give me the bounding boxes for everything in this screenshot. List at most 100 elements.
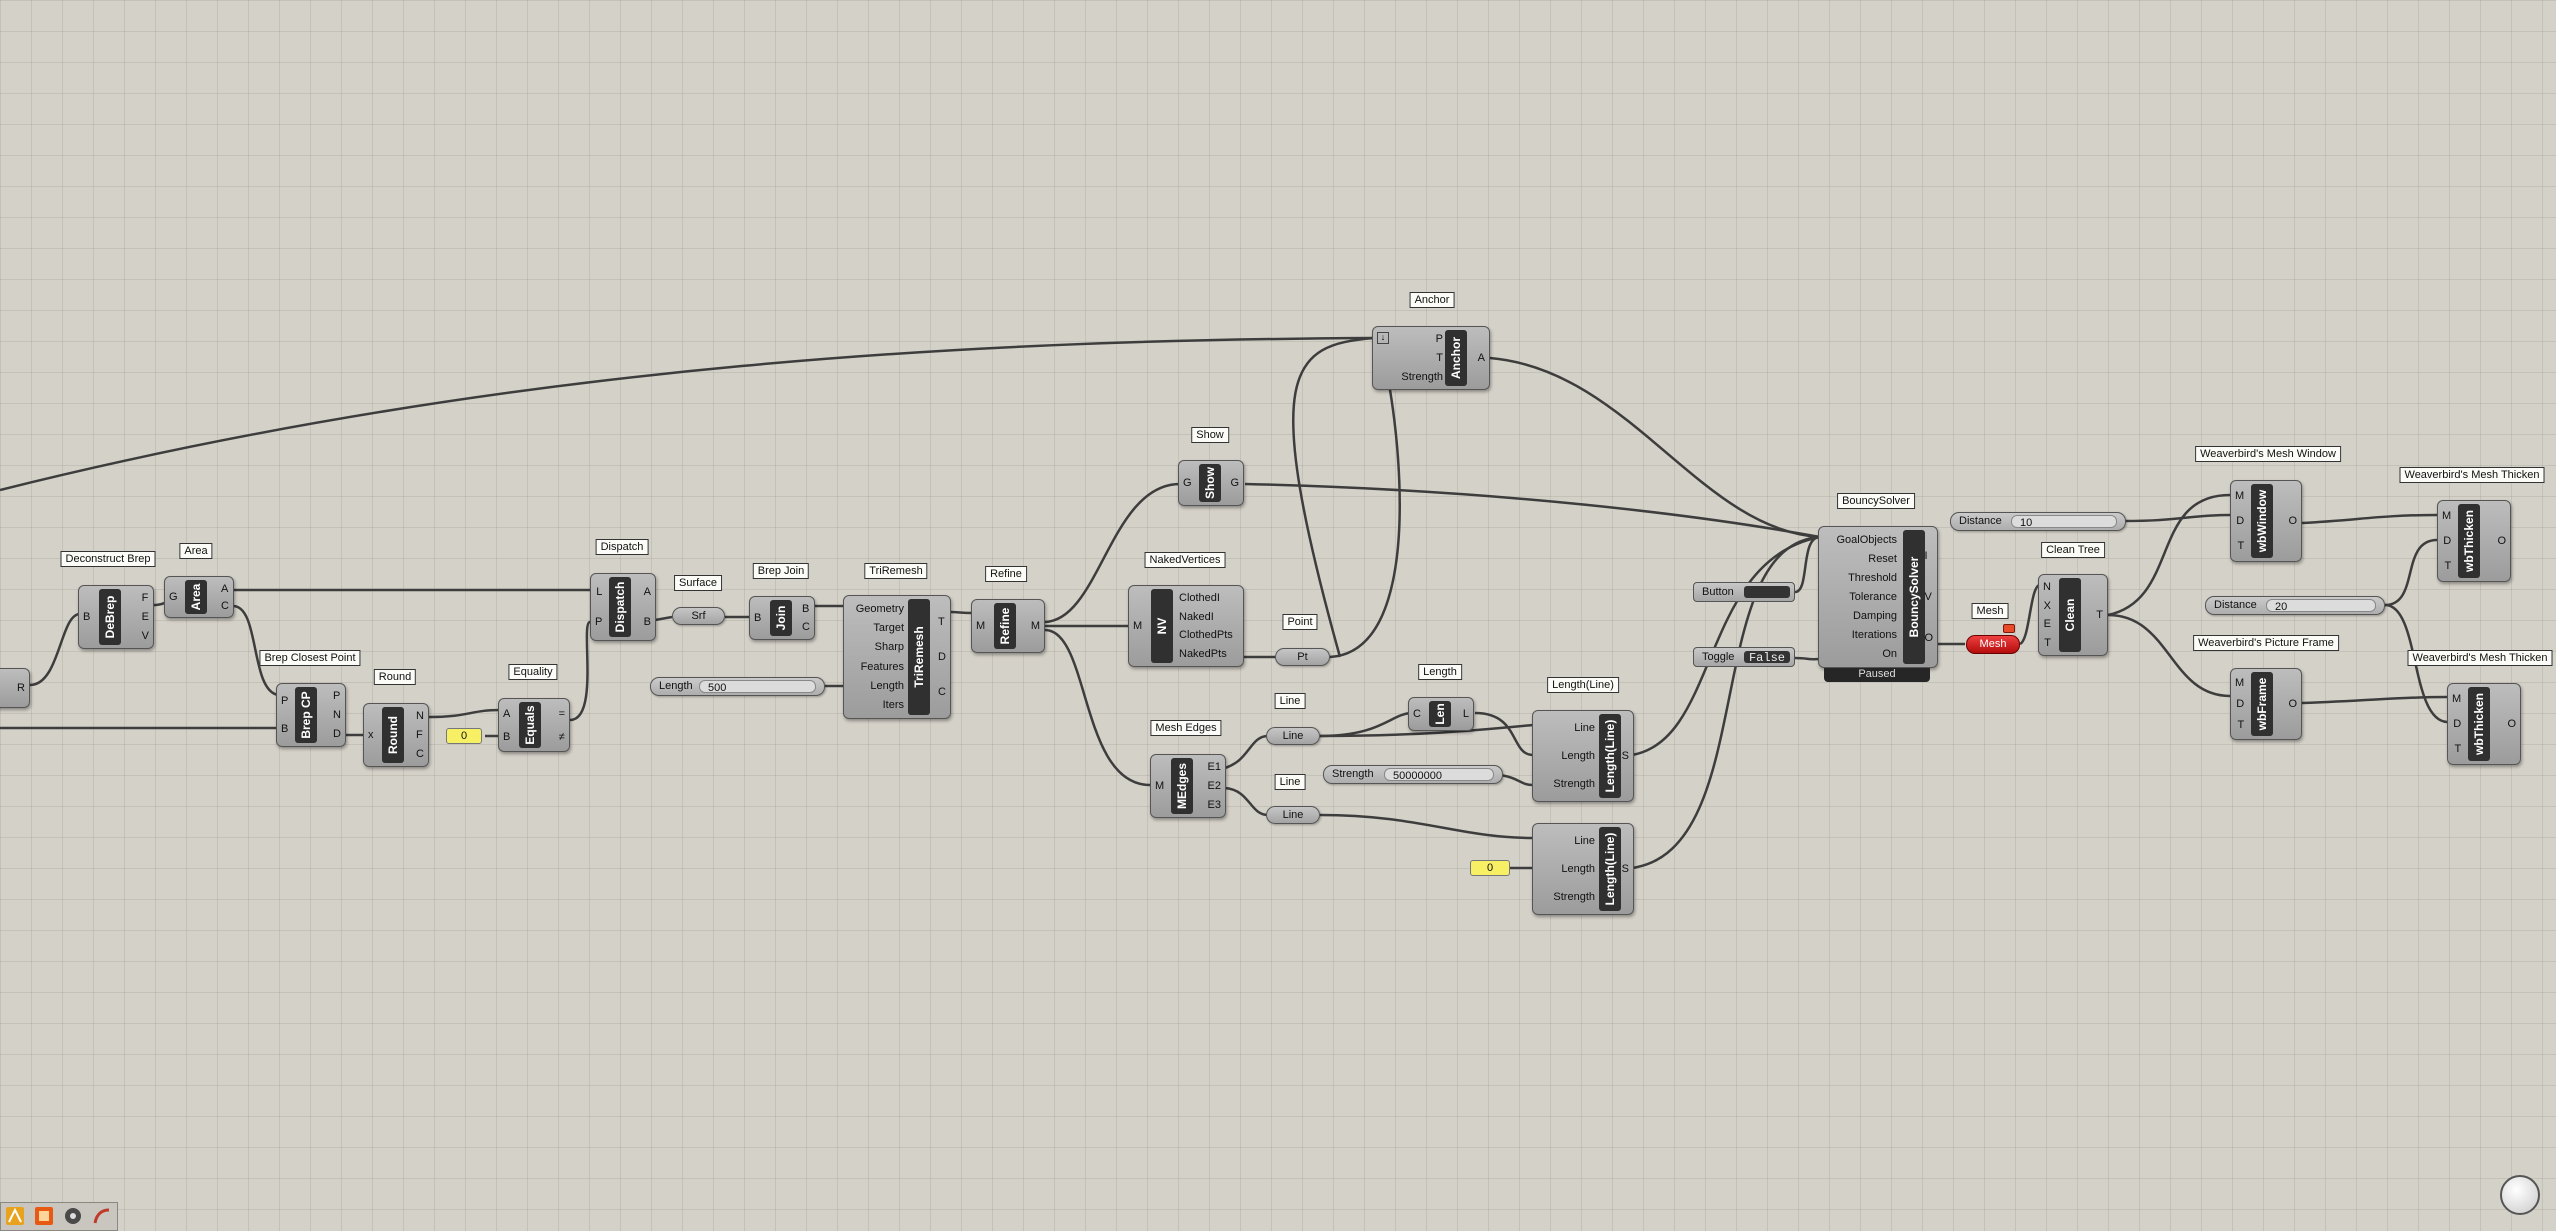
bouncy-input-tolerance[interactable]: Tolerance	[1849, 590, 1897, 603]
refine-component[interactable]: M Refine M	[971, 599, 1045, 653]
wbthicken1-input-m[interactable]: M	[2442, 510, 2452, 523]
bouncy-input-damping[interactable]: Damping	[1852, 610, 1897, 623]
show-input-g[interactable]: G	[1183, 477, 1192, 489]
medges-output-e3[interactable]: E3	[1207, 798, 1221, 811]
ll2-input-line[interactable]: Line	[1574, 835, 1595, 847]
trimesh-output-d[interactable]: D	[938, 650, 946, 663]
brepcp-input-p[interactable]: P	[281, 695, 289, 707]
wbthicken2-input-t[interactable]: T	[2454, 742, 2462, 755]
toolbar-button-1[interactable]	[2, 1204, 28, 1228]
wbwindow-input-m[interactable]: M	[2235, 490, 2245, 503]
trimesh-input-geometry[interactable]: Geometry	[855, 602, 904, 615]
round-output-f[interactable]: F	[416, 728, 423, 741]
wbwindow-input-d[interactable]: D	[2236, 514, 2245, 527]
strength-slider[interactable]: Strength 50000000	[1323, 765, 1503, 784]
trimesh-input-sharp[interactable]: Sharp	[874, 641, 904, 654]
solver-toggle[interactable]: Toggle False	[1693, 647, 1795, 667]
round-input-x[interactable]: x	[368, 729, 374, 741]
toolbar-button-2[interactable]	[31, 1204, 57, 1228]
debrep-output-e[interactable]: E	[141, 610, 149, 623]
join-input-b[interactable]: B	[754, 612, 762, 624]
ll1-input-strength[interactable]: Strength	[1553, 778, 1595, 790]
anchor-input-t[interactable]: T	[1436, 351, 1443, 364]
wbwindow-output-o[interactable]: O	[2288, 515, 2297, 527]
wbframe-input-d[interactable]: D	[2236, 697, 2245, 710]
bouncy-output-o[interactable]: O	[1924, 632, 1933, 645]
trimesh-input-iters[interactable]: Iters	[882, 699, 904, 712]
surface-param[interactable]: Srf	[672, 607, 725, 625]
left-partial-output-r[interactable]: R	[17, 682, 25, 694]
trimesh-input-target[interactable]: Target	[873, 621, 904, 634]
equals-output-eq[interactable]: =	[558, 707, 565, 720]
len-component[interactable]: C Len L	[1408, 697, 1474, 731]
dispatch-input-p[interactable]: P	[595, 616, 603, 628]
equals-input-a[interactable]: A	[503, 707, 511, 720]
ll1-input-line[interactable]: Line	[1574, 722, 1595, 734]
solver-button[interactable]: Button	[1693, 582, 1795, 602]
bouncy-output-i[interactable]: I	[1924, 549, 1928, 562]
wbframe-input-m[interactable]: M	[2235, 676, 2245, 689]
anchor-output-a[interactable]: A	[1477, 352, 1485, 364]
mesh-param[interactable]: Mesh	[1966, 635, 2020, 654]
wbthicken1-output-o[interactable]: O	[2497, 535, 2506, 547]
area-input-g[interactable]: G	[169, 591, 178, 603]
trimesh-input-features[interactable]: Features	[860, 660, 904, 673]
show-output-g[interactable]: G	[1230, 477, 1239, 489]
bouncy-input-iterations[interactable]: Iterations	[1851, 629, 1897, 642]
anchor-input-strength[interactable]: Strength	[1401, 370, 1443, 383]
bouncy-input-threshold[interactable]: Threshold	[1848, 571, 1897, 584]
clean-input-x[interactable]: X	[2043, 599, 2051, 612]
bouncy-output-v[interactable]: V	[1924, 590, 1932, 603]
brepcp-output-d[interactable]: D	[333, 727, 341, 740]
ll2-input-strength[interactable]: Strength	[1553, 891, 1595, 903]
round-output-n[interactable]: N	[416, 710, 424, 723]
point-param[interactable]: Pt	[1275, 648, 1330, 666]
bouncy-input-reset[interactable]: Reset	[1868, 552, 1897, 565]
join-output-b[interactable]: B	[802, 603, 810, 615]
toolbar-button-3[interactable]	[60, 1204, 86, 1228]
distance-slider-1[interactable]: Distance 10	[1950, 512, 2126, 531]
clean-input-t[interactable]: T	[2044, 636, 2051, 649]
refine-output-m[interactable]: M	[1030, 620, 1040, 632]
ll1-input-length[interactable]: Length	[1561, 750, 1595, 762]
zero-panel-left[interactable]: 0	[446, 728, 482, 744]
distance-slider-2[interactable]: Distance 20	[2205, 596, 2385, 615]
brepcp-input-b[interactable]: B	[281, 723, 289, 735]
anchor-input-p[interactable]: P	[1435, 333, 1443, 346]
wbthicken1-input-d[interactable]: D	[2443, 534, 2452, 547]
debrep-output-f[interactable]: F	[141, 592, 149, 605]
length-slider[interactable]: Length 500	[650, 677, 825, 696]
clean-input-e[interactable]: E	[2043, 618, 2051, 631]
nv-output-nakedpts[interactable]: NakedPts	[1179, 647, 1227, 660]
bouncy-input-goalobjects[interactable]: GoalObjects	[1836, 533, 1897, 546]
equals-output-neq[interactable]: ≠	[558, 730, 565, 743]
wbthicken2-input-m[interactable]: M	[2452, 693, 2462, 706]
dispatch-output-b[interactable]: B	[643, 616, 651, 628]
medges-input-m[interactable]: M	[1155, 780, 1165, 792]
len-output-l[interactable]: L	[1462, 708, 1469, 720]
bouncy-input-on[interactable]: On	[1882, 648, 1897, 661]
nv-output-nakedi[interactable]: NakedI	[1179, 610, 1214, 623]
nv-input-m[interactable]: M	[1133, 620, 1143, 632]
debrep-output-v[interactable]: V	[141, 629, 149, 642]
trimesh-output-c[interactable]: C	[938, 686, 946, 699]
dispatch-output-a[interactable]: A	[643, 586, 651, 598]
nv-output-clothedpts[interactable]: ClothedPts	[1179, 629, 1233, 642]
brepcp-output-p[interactable]: P	[333, 690, 341, 703]
solver-button-face[interactable]	[1744, 586, 1790, 598]
brepcp-output-n[interactable]: N	[333, 708, 341, 721]
zero-panel-right[interactable]: 0	[1470, 860, 1510, 876]
